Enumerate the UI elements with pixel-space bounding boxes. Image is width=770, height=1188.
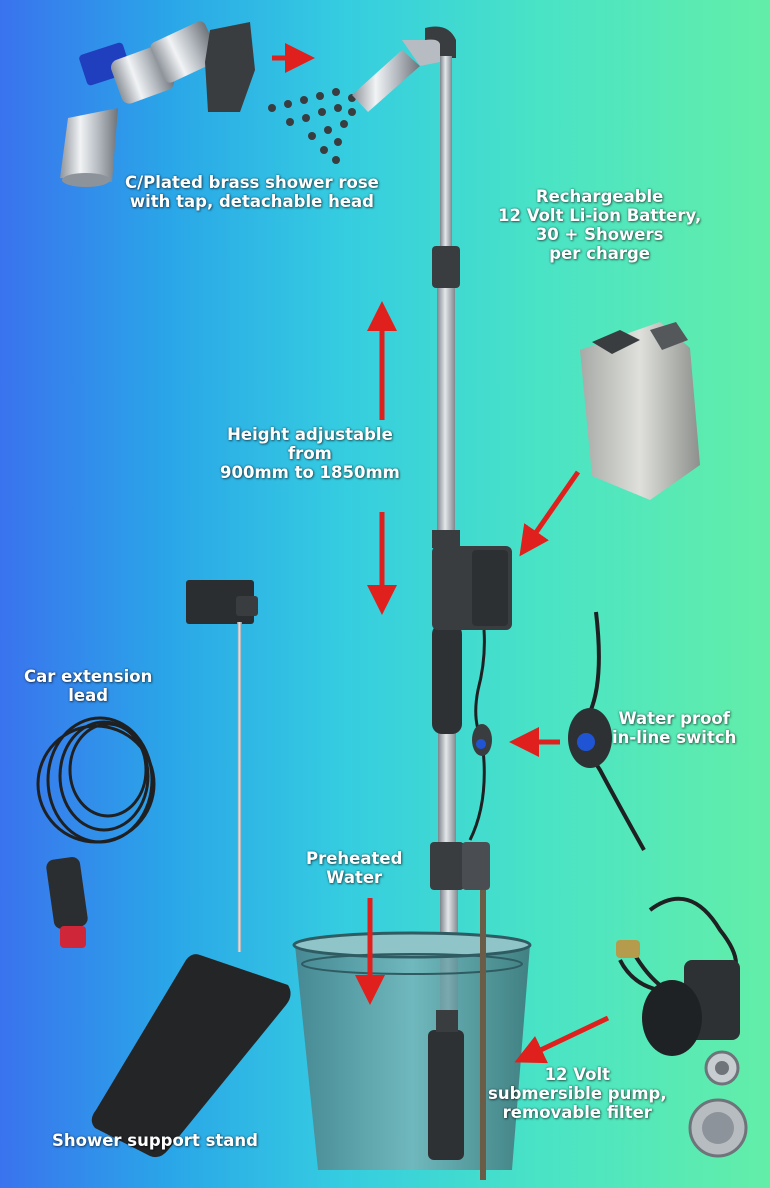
support-stand [91,580,291,1158]
pump-in-bucket [428,1030,464,1160]
red-arrow-icon [519,470,581,557]
switch-label: Water proof in-line switch [612,709,737,747]
shower-head [352,50,420,112]
battery [580,322,700,500]
submersible-pump [616,896,748,1158]
water-bucket [292,931,532,1170]
preheated-label: Preheated Water [306,849,403,887]
red-arrow-icon [514,1015,610,1064]
water-spray-icon [268,88,356,164]
height-label: Height adjustable from 900mm to 1850mm [220,425,400,482]
car-extension-lead [36,716,156,844]
stand-label: Shower support stand [52,1131,258,1150]
pump-label: 12 Volt submersible pump, removable filt… [488,1065,667,1122]
car-lead-label: Car extension lead [24,667,153,705]
battery-label: Rechargeable 12 Volt Li-ion Battery, 30 … [498,187,702,263]
shower-rose-tap [60,21,255,187]
telescopic-pole [430,56,490,1010]
shower-rose-label: C/Plated brass shower rose with tap, det… [125,173,379,211]
